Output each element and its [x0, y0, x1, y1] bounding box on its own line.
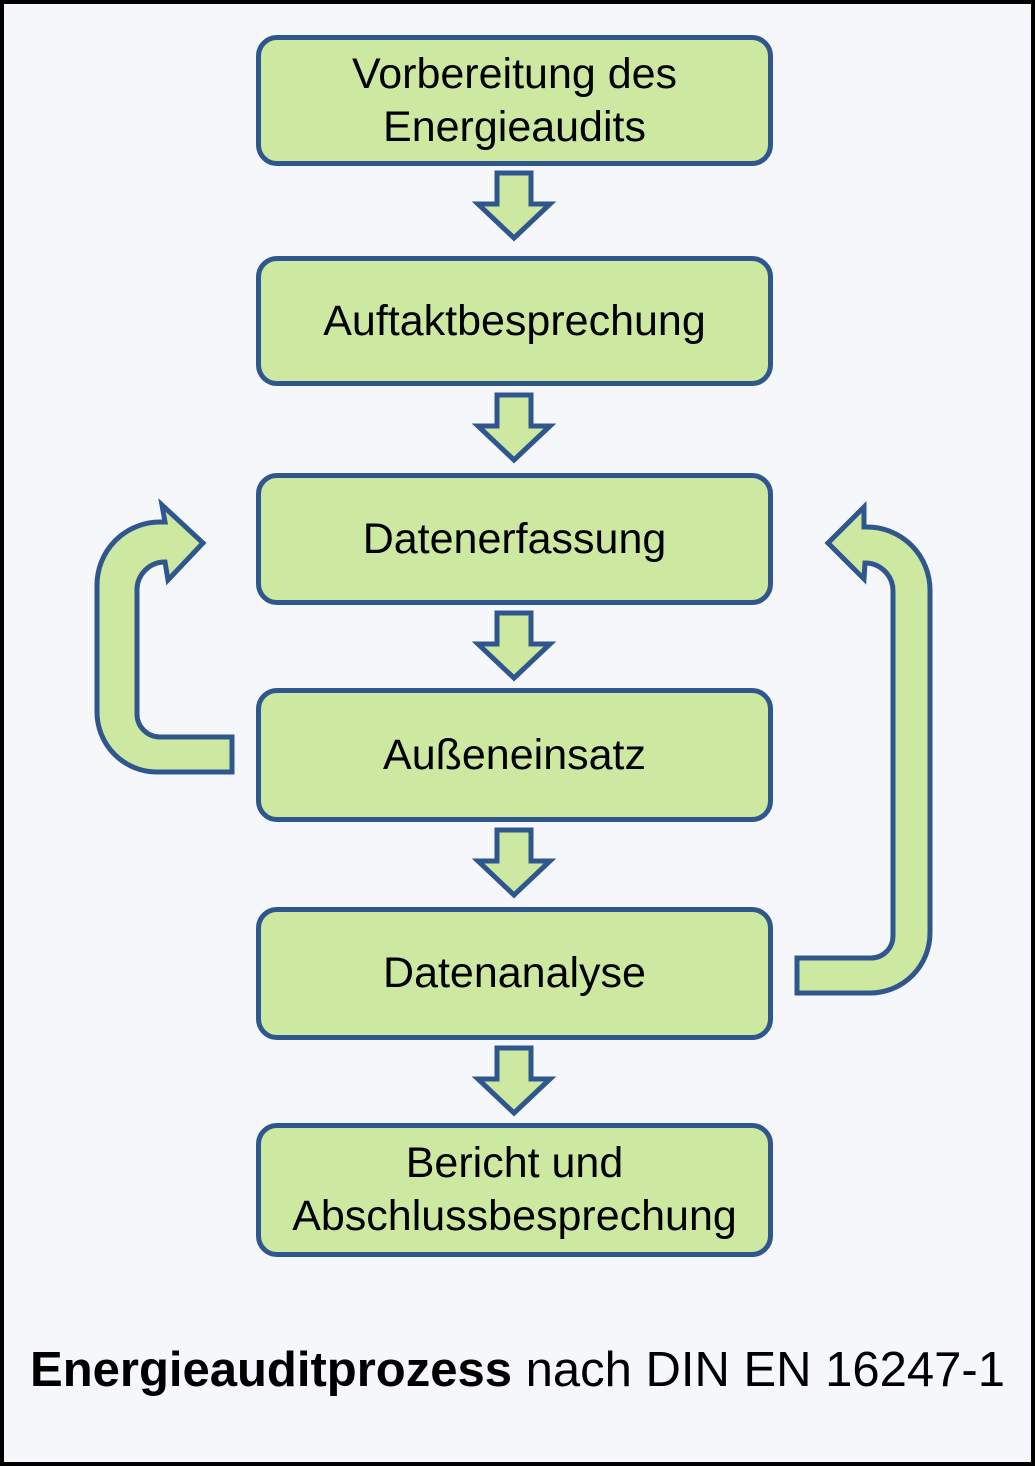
- flow-box-datenanalyse: Datenanalyse: [256, 907, 773, 1040]
- caption-standard-reference: nach DIN EN 16247-1: [511, 1343, 1005, 1397]
- down-arrow-icon: [471, 610, 557, 682]
- loop-arrow-left-icon: [94, 498, 235, 775]
- flow-box-label-line: Bericht und: [405, 1139, 624, 1187]
- flow-box-bericht: Bericht und Abschlussbesprechung: [256, 1123, 773, 1257]
- flow-box-ausseneinsatz: Außeneinsatz: [256, 688, 773, 822]
- flow-box-label-line: Auftaktbesprechung: [323, 296, 706, 345]
- flow-box-datenerfassung: Datenerfassung: [256, 473, 773, 605]
- flow-box-auftaktbesprechung: Auftaktbesprechung: [256, 256, 773, 386]
- down-arrow-icon: [471, 392, 557, 464]
- down-arrow-icon: [471, 170, 557, 242]
- flow-box-label-line: Energieaudits: [383, 102, 646, 151]
- flow-box-label-line: Datenerfassung: [362, 514, 667, 563]
- flow-box-label-line: Datenanalyse: [383, 949, 646, 997]
- flow-box-label-line: Abschlussbesprechung: [292, 1192, 737, 1240]
- flow-box-vorbereitung: Vorbereitung des Energieaudits: [256, 35, 773, 166]
- down-arrow-icon: [471, 1045, 557, 1117]
- loop-arrow-right-icon: [794, 500, 933, 996]
- flow-box-label-line: Außeneinsatz: [383, 730, 646, 779]
- flow-box-label-line: Vorbereitung des: [351, 49, 678, 98]
- diagram-caption: Energieauditprozess nach DIN EN 16247-1: [0, 1340, 1035, 1400]
- caption-process-name: Energieauditprozess: [30, 1343, 512, 1397]
- down-arrow-icon: [471, 827, 557, 899]
